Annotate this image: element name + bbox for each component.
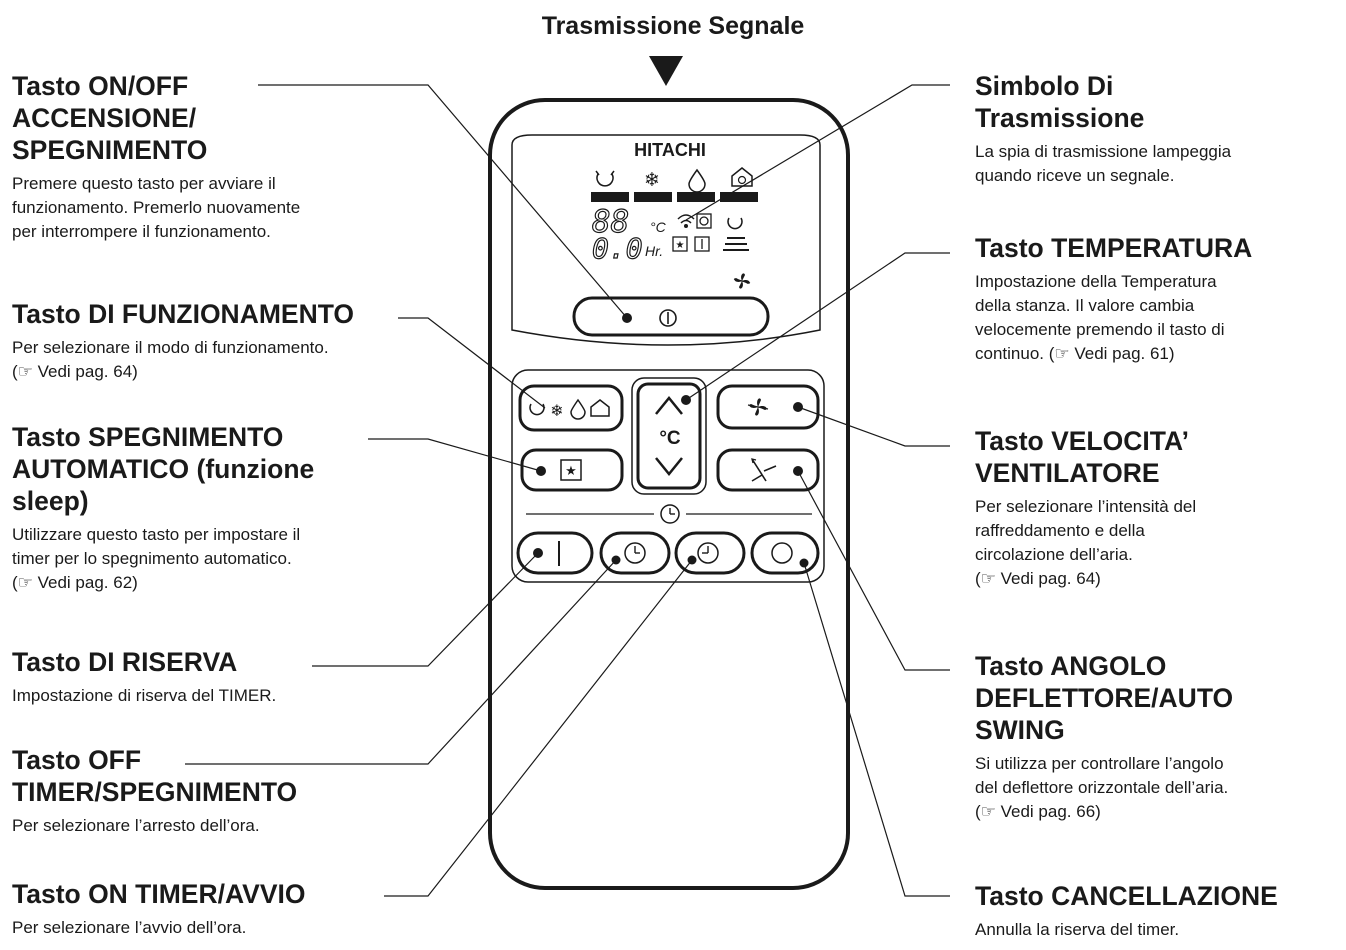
label-mode-title: Tasto DI FUNZIONAMENTO (12, 299, 355, 329)
leader-mode (398, 317, 546, 409)
lcd-sleep-indicator-icon: ★ (672, 236, 688, 252)
leader-reserve (312, 552, 539, 667)
lcd-timer-indicator-icon (694, 236, 710, 252)
label-temperature: Tasto TEMPERATURA Impostazione della Tem… (975, 232, 1252, 366)
temp-down-icon (655, 457, 683, 476)
label-cancel: Tasto CANCELLAZIONE Annulla la riserva d… (975, 880, 1278, 942)
lcd-transmission-icon (677, 214, 695, 228)
off-timer-icon (624, 542, 646, 564)
label-reserve: Tasto DI RISERVA Impostazione di riserva… (12, 646, 276, 708)
label-onoff-desc: Premere questo tasto per avviare il funz… (12, 174, 301, 241)
svg-text:★: ★ (676, 240, 685, 251)
label-offtimer: Tasto OFF TIMER/SPEGNIMENTO Per selezion… (12, 744, 297, 838)
lcd-celsius-unit: °C (650, 219, 667, 235)
reserve-button[interactable] (516, 531, 594, 575)
temp-up-icon (655, 396, 683, 415)
timer-clock-icon (660, 504, 680, 524)
label-transmit-title: Simbolo Di Trasmissione (975, 71, 1145, 133)
off-timer-button[interactable] (599, 531, 671, 575)
label-fanspeed-title: Tasto VELOCITA’ VENTILATORE (975, 426, 1189, 488)
svg-text:★: ★ (565, 464, 577, 479)
label-sleep-desc: Utilizzare questo tasto per impostare il… (12, 525, 301, 592)
label-ontimer-desc: Per selezionare l’avvio dell’ora. (12, 918, 247, 937)
leader-ontimer (384, 559, 693, 897)
lcd-heat-icon (731, 167, 753, 187)
lcd-mode-icons: ❄ (595, 167, 753, 193)
cancel-icon (771, 542, 793, 564)
temp-unit-label: °C (659, 428, 681, 449)
leader-fanspeed (797, 406, 950, 447)
lcd-hours-unit: Hr. (645, 243, 663, 259)
fan-icon (747, 398, 769, 416)
label-mode: Tasto DI FUNZIONAMENTO Per selezionare i… (12, 298, 354, 384)
leader-transmit (685, 84, 950, 221)
leader-offtimer (185, 559, 617, 765)
brand-logo: HITACHI (634, 140, 706, 160)
louver-button[interactable] (716, 448, 820, 492)
onoff-button[interactable] (572, 296, 770, 337)
lcd-dry-icon (688, 168, 706, 193)
lcd-bezel (511, 134, 821, 346)
label-reserve-title: Tasto DI RISERVA (12, 647, 238, 677)
lcd-auto-icon (595, 170, 615, 187)
leader-sleep (368, 438, 542, 472)
label-louver-title: Tasto ANGOLO DEFLETTORE/AUTO SWING (975, 651, 1234, 745)
cancel-button[interactable] (750, 531, 820, 575)
lcd-timer-digits: 0.0 (592, 232, 643, 265)
signal-arrow-icon (649, 56, 683, 86)
temperature-button[interactable]: °C (631, 377, 707, 495)
label-cancel-desc: Annulla la riserva del timer. (975, 920, 1180, 939)
sleep-icon: ★ (560, 459, 582, 481)
mode-button[interactable]: ❄ (518, 384, 624, 432)
label-offtimer-desc: Per selezionare l’arresto dell’ora. (12, 816, 260, 835)
on-timer-icon (697, 542, 719, 564)
leader-temperature (685, 252, 950, 401)
label-transmit-desc: La spia di trasmissione lampeggia quando… (975, 142, 1232, 185)
on-timer-button[interactable] (674, 531, 746, 575)
label-temperature-desc: Impostazione della Temperatura della sta… (975, 272, 1225, 363)
leader-onoff (258, 84, 628, 319)
label-louver-desc: Si utilizza per controllare l’angolo del… (975, 754, 1229, 821)
label-temperature-title: Tasto TEMPERATURA (975, 233, 1253, 263)
diagram-title: Trasmissione Segnale (541, 12, 805, 40)
label-onoff-title: Tasto ON/OFF ACCENSIONE/ SPEGNIMENTO (12, 71, 208, 165)
label-louver: Tasto ANGOLO DEFLETTORE/AUTO SWING Si ut… (975, 650, 1233, 824)
power-icon (659, 309, 677, 327)
mode-icons: ❄ (529, 398, 610, 420)
leader-louver (797, 470, 950, 671)
lcd-fan-icon (733, 273, 751, 289)
lcd-temperature-digits: 88 (592, 204, 629, 240)
lcd-bars (591, 192, 758, 202)
svg-text:❄: ❄ (550, 401, 563, 420)
lcd-cool-icon: ❄ (644, 169, 660, 191)
label-ontimer-title: Tasto ON TIMER/AVVIO (12, 879, 306, 909)
sleep-button[interactable]: ★ (520, 448, 624, 492)
fan-speed-button[interactable] (716, 384, 820, 430)
label-fanspeed: Tasto VELOCITA’ VENTILATORE Per selezion… (975, 425, 1196, 591)
leader-cancel (803, 562, 950, 897)
label-reserve-desc: Impostazione di riserva del TIMER. (12, 686, 277, 705)
label-transmit: Simbolo Di Trasmissione La spia di trasm… (975, 70, 1231, 188)
label-ontimer: Tasto ON TIMER/AVVIO Per selezionare l’a… (12, 878, 305, 940)
lcd-square-icon (696, 213, 712, 229)
label-onoff: Tasto ON/OFF ACCENSIONE/ SPEGNIMENTO Pre… (12, 70, 300, 244)
louver-icon (751, 458, 777, 482)
label-sleep: Tasto SPEGNIMENTO AUTOMATICO (funzione s… (12, 421, 314, 595)
label-offtimer-title: Tasto OFF TIMER/SPEGNIMENTO (12, 745, 298, 807)
leader-lines (185, 84, 950, 897)
label-cancel-title: Tasto CANCELLAZIONE (975, 881, 1278, 911)
lcd-swing-icon (727, 217, 743, 230)
label-mode-desc: Per selezionare il modo di funzionamento… (12, 338, 329, 381)
lcd-fan-level-icon (723, 237, 749, 251)
label-sleep-title: Tasto SPEGNIMENTO AUTOMATICO (funzione s… (12, 422, 315, 516)
label-fanspeed-desc: Per selezionare l’intensità del raffredd… (975, 497, 1197, 588)
